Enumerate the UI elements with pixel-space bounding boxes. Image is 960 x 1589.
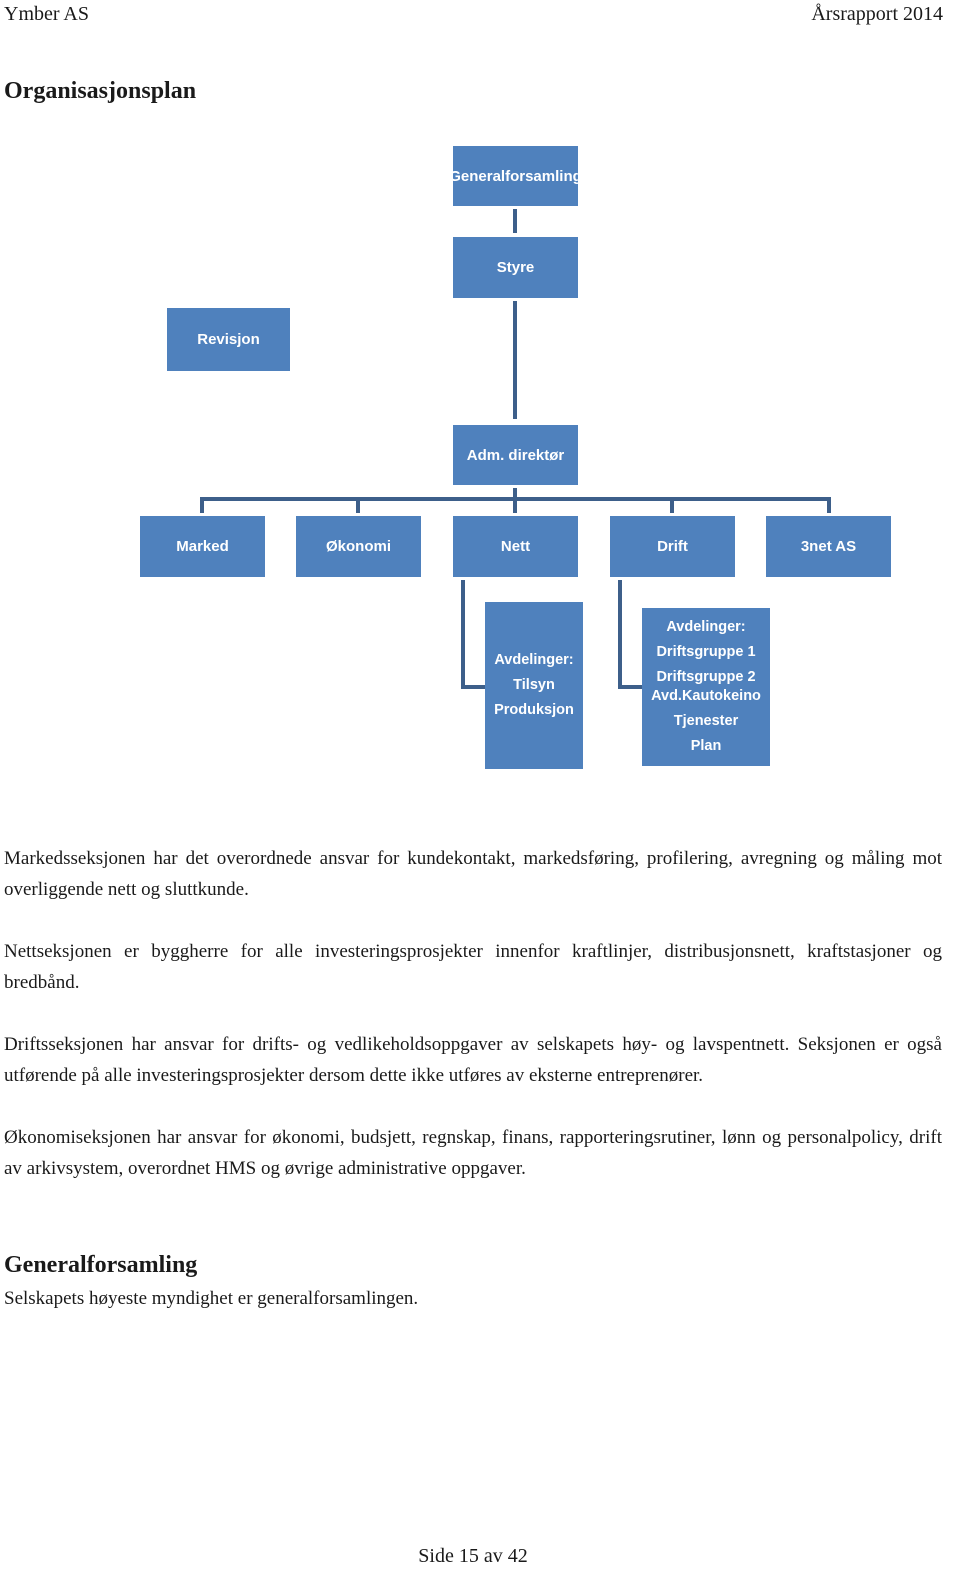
connector-line xyxy=(356,497,360,513)
header-report-title: Årsrapport 2014 xyxy=(811,3,943,25)
paragraph-drift: Driftsseksjonen har ansvar for drifts- o… xyxy=(4,1034,942,1086)
paragraph-marked: Markedsseksjonen har det overordnede ans… xyxy=(4,848,942,900)
connector-line xyxy=(827,497,831,513)
org-box-okonomi: Økonomi xyxy=(296,516,421,577)
org-box-styre: Styre xyxy=(453,237,578,298)
connector-line xyxy=(513,209,517,233)
org-box-nett-avdelinger: Avdelinger: Tilsyn Produksjon xyxy=(485,602,583,769)
connector-line xyxy=(618,580,622,689)
connector-line xyxy=(200,497,204,513)
section-title-generalforsamling: Generalforsamling xyxy=(4,1252,198,1278)
org-box-adm-direktor: Adm. direktør xyxy=(453,425,578,485)
org-box-nett: Nett xyxy=(453,516,578,577)
connector-line xyxy=(461,580,465,689)
connector-line xyxy=(618,685,642,689)
paragraph-generalforsamling: Selskapets høyeste myndighet er generalf… xyxy=(4,1288,419,1309)
org-box-3net: 3net AS xyxy=(766,516,891,577)
connector-line xyxy=(461,685,485,689)
connector-line xyxy=(513,301,517,419)
paragraph-nett: Nettseksjonen er byggherre for alle inve… xyxy=(4,941,942,993)
org-box-marked: Marked xyxy=(140,516,265,577)
org-box-drift: Drift xyxy=(610,516,735,577)
connector-line xyxy=(513,497,517,513)
section-title-organisasjonsplan: Organisasjonsplan xyxy=(4,78,197,104)
connector-line xyxy=(670,497,674,513)
header-company: Ymber AS xyxy=(4,3,89,25)
connector-line xyxy=(513,488,517,499)
org-box-generalforsamling: Generalforsamling xyxy=(449,146,582,206)
paragraph-okonomi: Økonomiseksjonen har ansvar for økonomi,… xyxy=(4,1127,942,1179)
org-box-drift-avdelinger: Avdelinger: Driftsgruppe 1 Driftsgruppe … xyxy=(642,608,770,766)
org-box-revisjon: Revisjon xyxy=(167,308,290,371)
page-number: Side 15 av 42 xyxy=(418,1545,528,1567)
org-chart: Generalforsamling Styre Revisjon Adm. di… xyxy=(140,146,891,769)
